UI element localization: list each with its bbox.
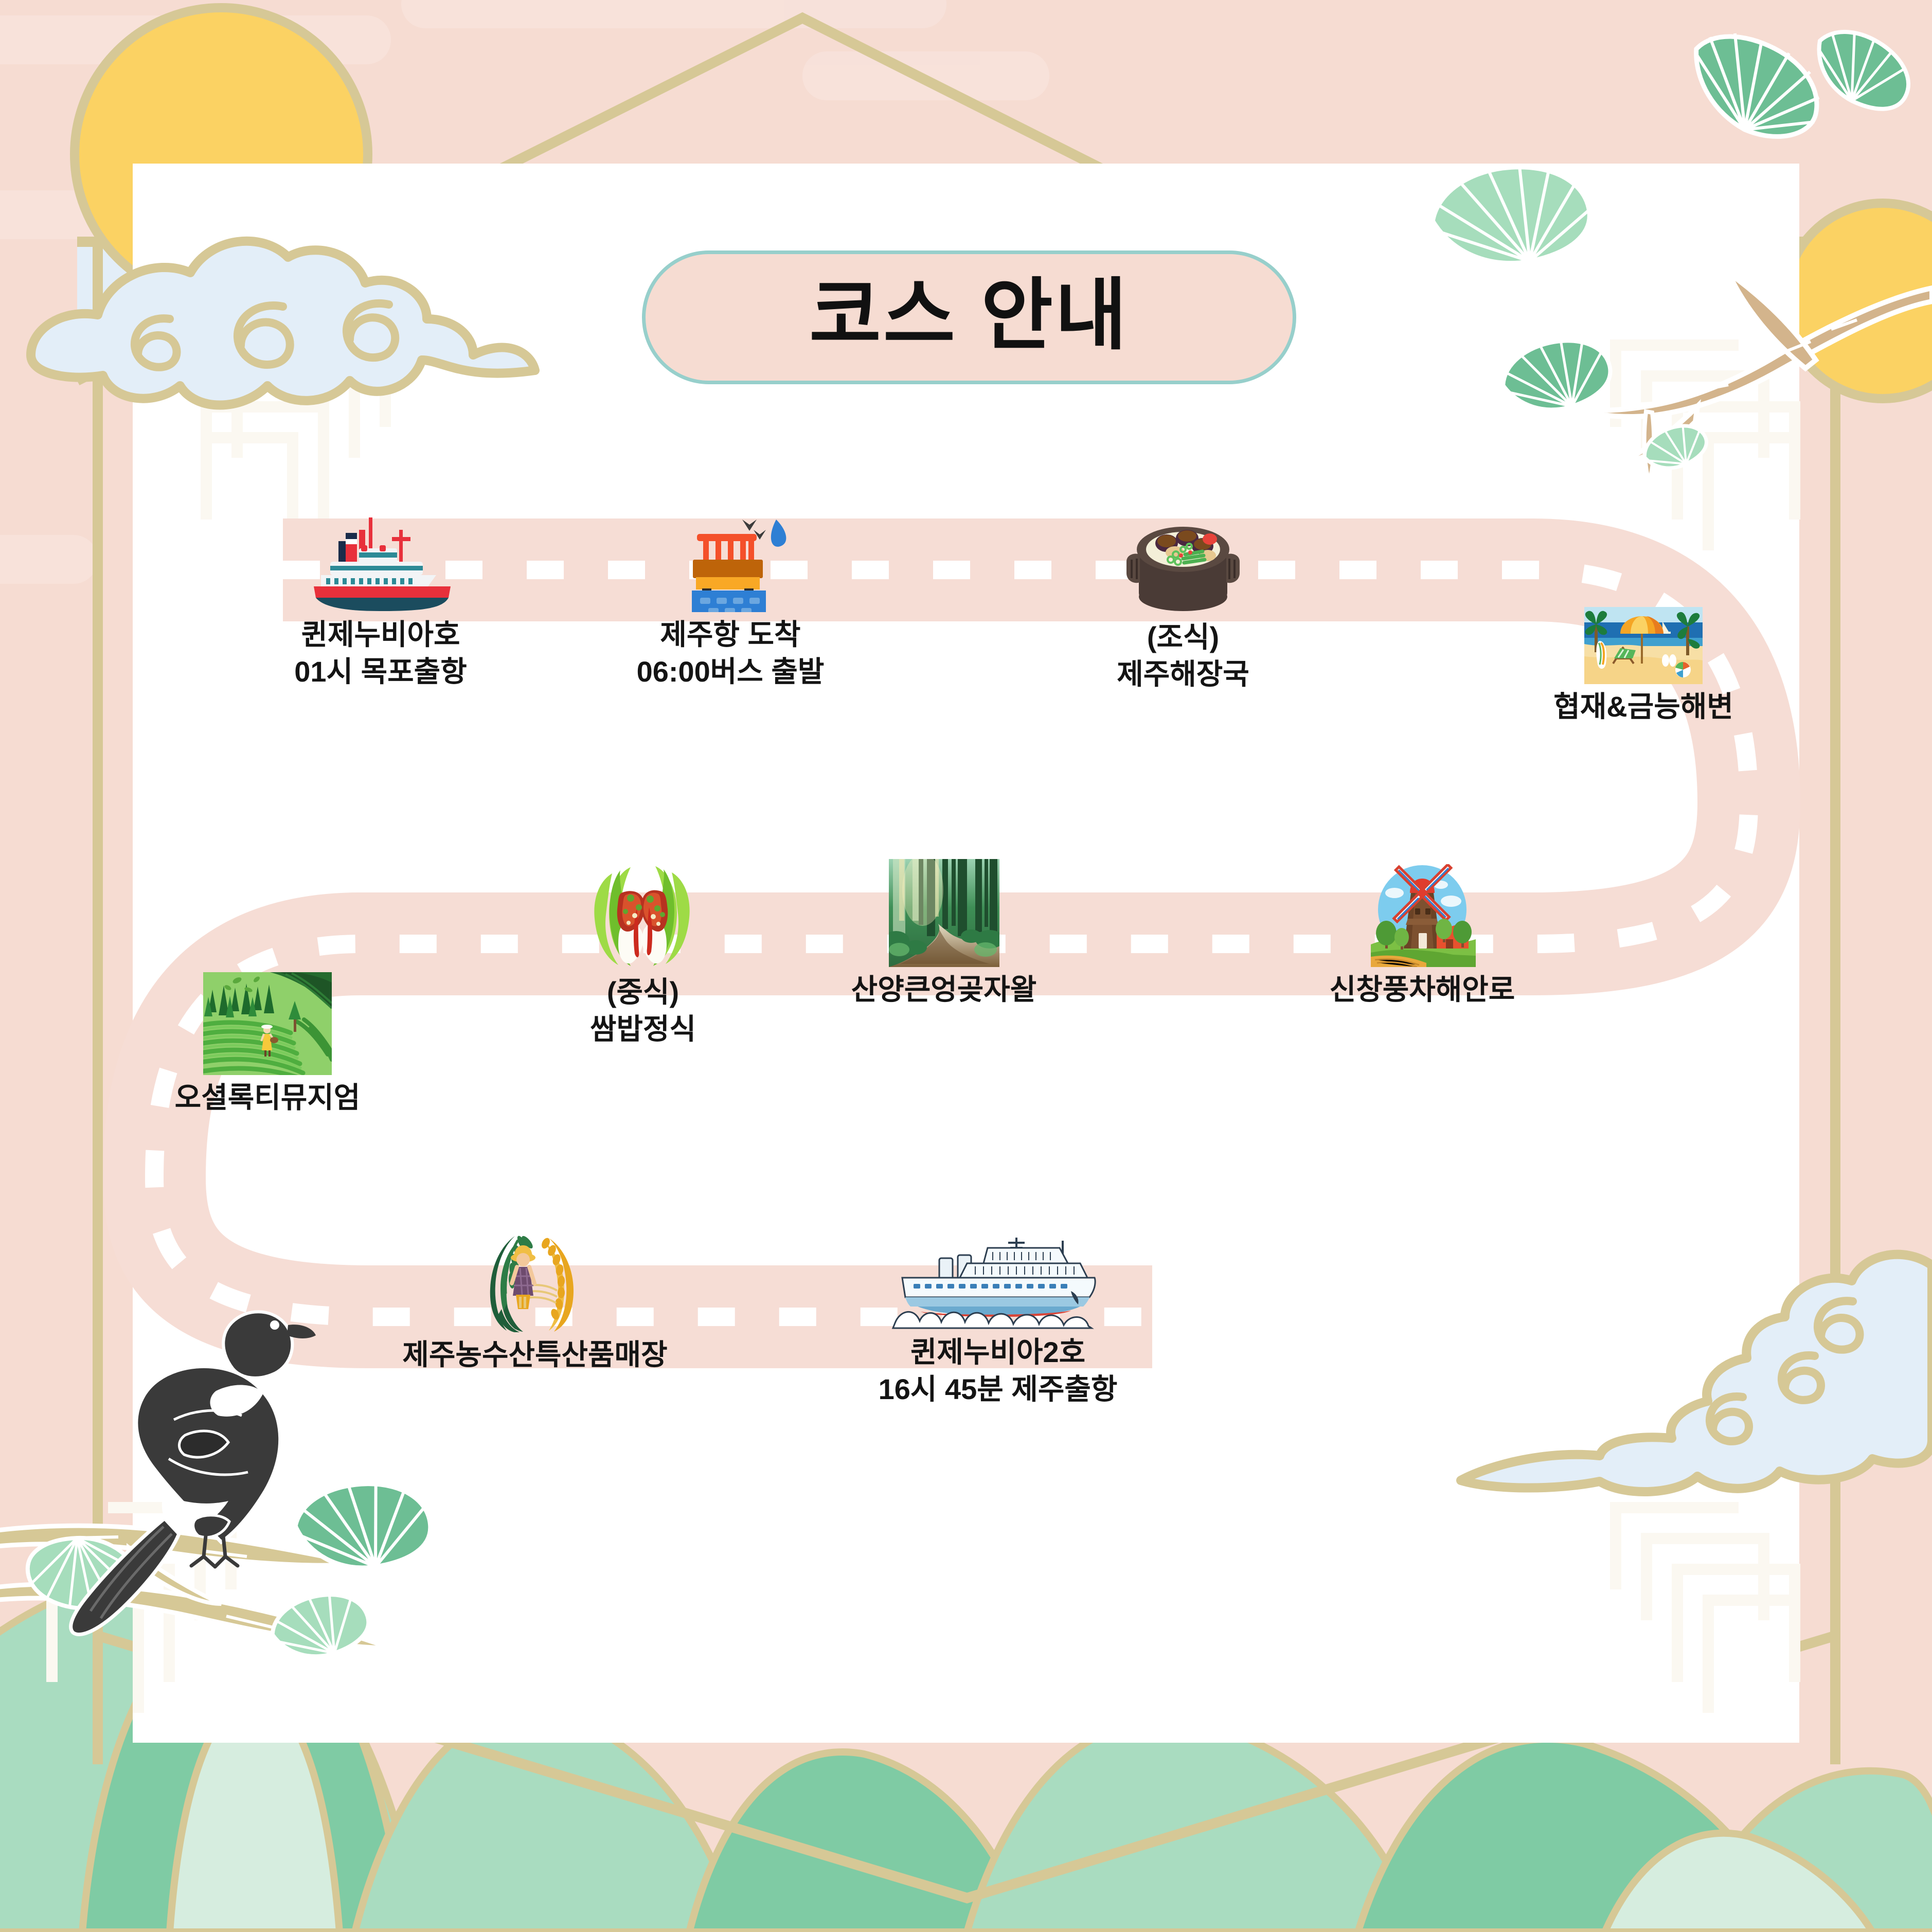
swirl-cloud-bottom-right	[1456, 1249, 1932, 1496]
tea-field-icon	[203, 972, 332, 1075]
fan-leaf	[1430, 165, 1592, 266]
route-stop-4[interactable]: 협재&금능해변	[1523, 607, 1764, 725]
ship-icon	[314, 517, 451, 611]
magpie-bird-bottom-left	[0, 1310, 433, 1659]
fan-leaf	[1694, 33, 1820, 139]
branch-top-right	[1430, 30, 1932, 485]
fan-leaf	[1501, 338, 1613, 412]
page-title-pill: 코스 안내	[642, 251, 1296, 384]
route-stop-5-label: 신창풍차해안로	[1329, 973, 1515, 1006]
route-stop-7[interactable]: (중식) 쌈밥정식	[535, 859, 751, 1047]
hot-pot-icon	[1126, 527, 1240, 611]
fan-leaf	[293, 1481, 433, 1570]
fan-leaf	[270, 1593, 371, 1659]
swirl-cloud-top-left	[26, 236, 540, 410]
route-stop-9[interactable]: 제주농수산특산품매장	[370, 1232, 700, 1373]
fan-leaf	[1817, 30, 1910, 111]
route-stop-10[interactable]: 퀸제누비아2호 16시 45분 제주출항	[849, 1235, 1147, 1407]
route-stop-3[interactable]: (조식) 제주해장국	[1075, 514, 1291, 692]
route-stop-7-label: (중식) 쌈밥정식	[589, 976, 696, 1045]
route-stop-10-label: 퀸제누비아2호 16시 45분 제주출항	[878, 1336, 1118, 1405]
route-stop-1-label: 퀸제누비아호 01시 목포출항	[294, 618, 467, 688]
route-stop-2-label: 제주항 도착 06:00버스 출발	[636, 618, 825, 688]
pier-icon	[692, 520, 786, 612]
route-stop-5[interactable]: 신창풍차해안로	[1309, 864, 1535, 1008]
beach-icon	[1584, 607, 1703, 684]
cruise-ship-icon	[891, 1238, 1096, 1329]
farm-produce-icon	[490, 1236, 574, 1332]
route-stop-8[interactable]: 오셜록티뮤지엄	[149, 972, 386, 1116]
route-stop-8-label: 오셜록티뮤지엄	[174, 1081, 361, 1114]
page-title: 코스 안내	[809, 272, 1129, 359]
route-stop-2[interactable]: 제주항 도착 06:00버스 출발	[612, 514, 849, 690]
route-stop-9-label: 제주농수산특산품매장	[402, 1338, 668, 1371]
route-stop-3-label: (조식) 제주해장국	[1117, 621, 1249, 690]
ssambap-icon	[594, 866, 690, 966]
windmill-icon	[1371, 864, 1476, 967]
route-stop-1[interactable]: 퀸제누비아호 01시 목포출항	[267, 514, 494, 690]
cloud-swirls-top-left	[130, 299, 400, 371]
route-stop-6-label: 산양큰엉곶자왈	[851, 973, 1037, 1006]
forest-path-icon	[888, 859, 999, 967]
route-stop-6[interactable]: 산양큰엉곶자왈	[831, 859, 1057, 1008]
fan-leaf	[1642, 424, 1708, 470]
cloud-swirls-bottom-right	[1705, 1297, 1864, 1445]
route-stop-4-label: 협재&금능해변	[1553, 690, 1733, 723]
